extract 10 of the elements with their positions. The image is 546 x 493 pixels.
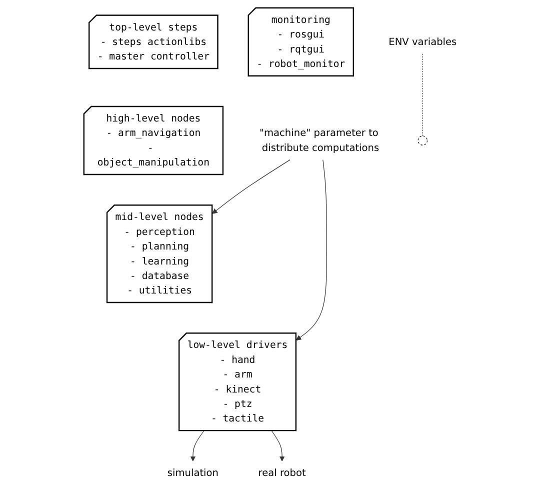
- node-text: simulation: [168, 467, 219, 479]
- node-text: ENV variables: [389, 36, 458, 48]
- connector: [422, 54, 424, 136]
- node-text: real robot: [258, 467, 306, 479]
- node-ellipse: [418, 136, 428, 146]
- node-text: "machine" parameter to distribute computations: [260, 127, 380, 154]
- arrow: [190, 430, 205, 462]
- arrow: [296, 160, 328, 340]
- arrow: [212, 160, 291, 214]
- arrow: [272, 430, 286, 462]
